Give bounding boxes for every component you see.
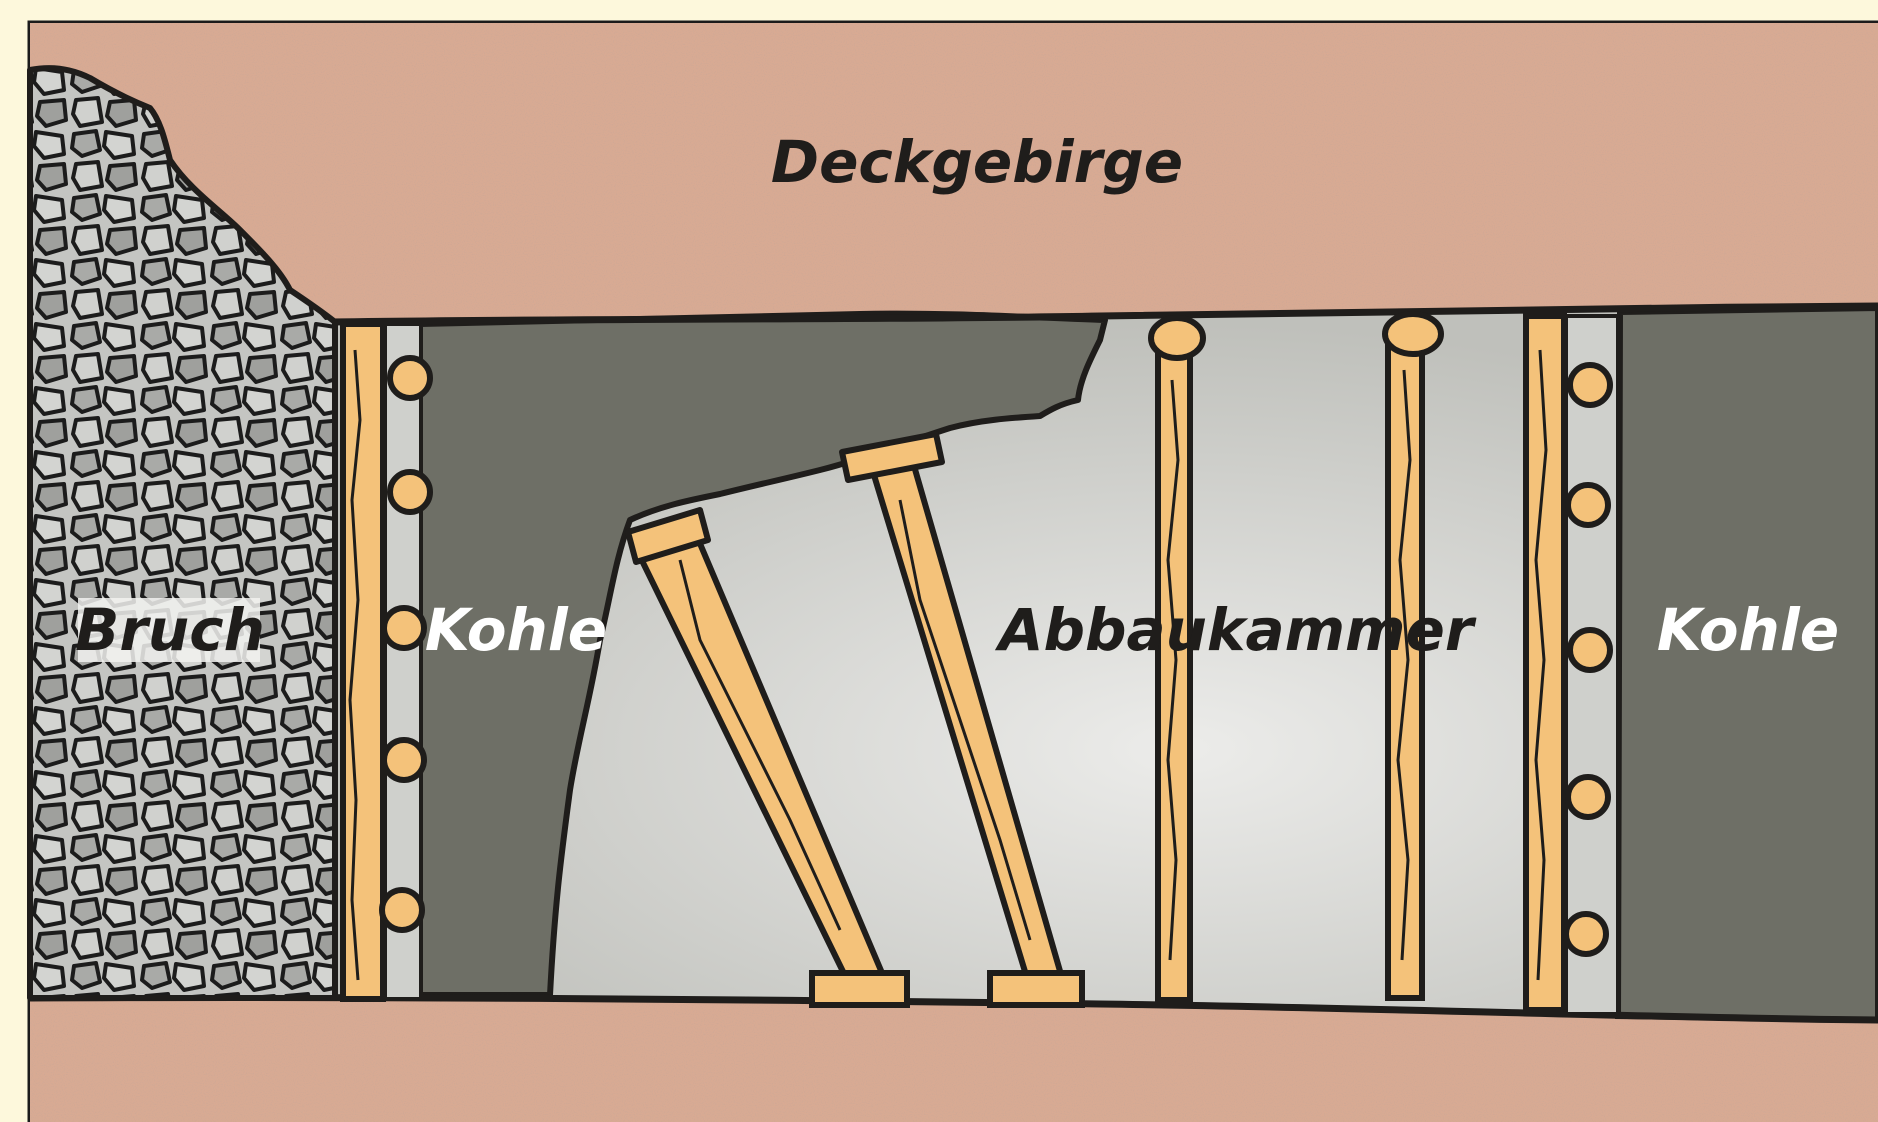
- coal-pillar-right: [1618, 308, 1878, 1020]
- label-coal-right: Kohle: [1657, 596, 1839, 664]
- support-set-right: [1526, 316, 1618, 1014]
- label-coal-left: Kohle: [425, 596, 607, 664]
- support-set-left: [343, 324, 430, 999]
- label-goaf: Bruch: [75, 596, 265, 664]
- label-overburden: Deckgebirge: [771, 128, 1183, 196]
- label-chamber: Abbaukammer: [995, 596, 1477, 664]
